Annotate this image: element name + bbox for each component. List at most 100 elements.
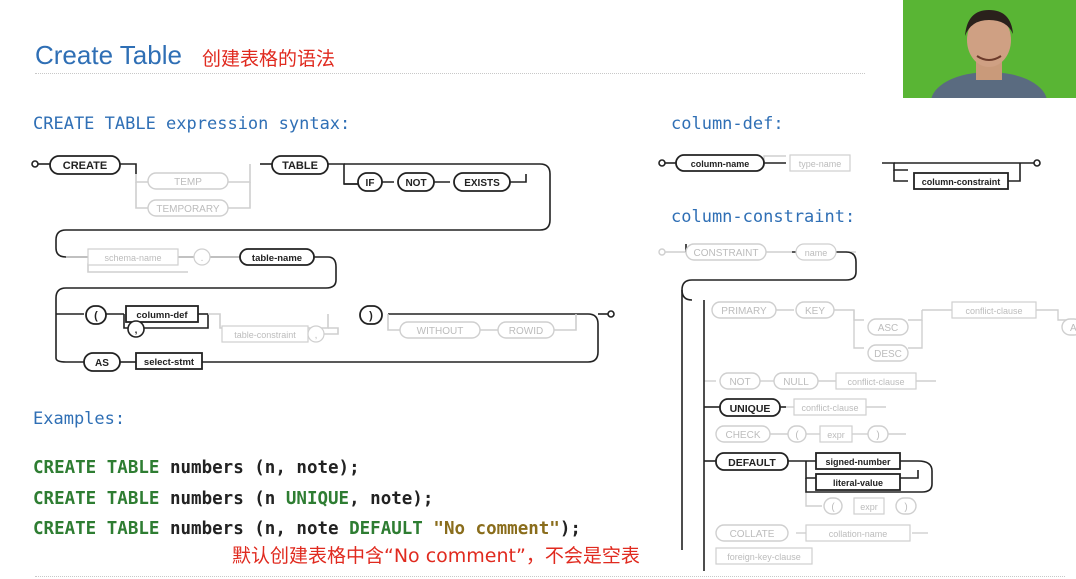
constraint-comma-token xyxy=(307,325,325,343)
literal-value-box xyxy=(815,473,901,491)
temporary-keyword xyxy=(147,199,229,217)
desc-keyword xyxy=(867,344,909,362)
presenter-image xyxy=(903,0,1076,98)
constraint-comma-label: , xyxy=(315,330,318,341)
check-keyword-label: CHECK xyxy=(725,430,760,441)
conflict-clause-2-label: conflict-clause xyxy=(847,377,904,387)
as-keyword-label: AS xyxy=(95,358,109,369)
examples-heading: Examples: xyxy=(33,409,126,429)
schema-name-box xyxy=(87,248,179,266)
default-left-paren xyxy=(823,497,843,515)
conflict-clause-1-box xyxy=(951,301,1037,319)
column-def-label: column-def xyxy=(136,310,188,321)
conflict-clause-1-label: conflict-clause xyxy=(965,306,1022,316)
right-paren-token xyxy=(359,305,383,325)
check-keyword xyxy=(715,425,771,443)
default-expr-label: expr xyxy=(860,502,878,512)
if-keyword-label: IF xyxy=(366,178,375,189)
select-stmt-label: select-stmt xyxy=(144,357,195,368)
column-constraint-railroad-diagram: CONSTRAINT name PRIMARY KEY ASC DESC con… xyxy=(658,243,1076,571)
default-keyword-label: DEFAULT xyxy=(728,457,776,469)
title-divider xyxy=(35,73,865,75)
left-paren-label: ( xyxy=(94,310,98,322)
presenter-webcam xyxy=(903,0,1076,98)
without-keyword-label: WITHOUT xyxy=(417,326,464,337)
foreign-key-clause-box xyxy=(715,547,813,565)
example-line-2: CREATE TABLE numbers (n UNIQUE, note); xyxy=(33,489,433,509)
signed-number-label: signed-number xyxy=(825,457,891,467)
check-right-paren xyxy=(867,425,889,443)
table-keyword xyxy=(271,155,329,175)
dot-token xyxy=(193,248,211,266)
primary-keyword-label: PRIMARY xyxy=(721,306,767,317)
example-3-string: "No comment" xyxy=(433,519,560,539)
check-left-paren xyxy=(787,425,807,443)
column-name-box xyxy=(675,154,765,172)
primary-keyword xyxy=(711,301,777,319)
example-2-keyword: CREATE TABLE xyxy=(33,489,160,509)
not-keyword xyxy=(397,172,435,192)
column-constraint-heading: column-constraint: xyxy=(671,207,856,227)
check-right-paren-label: ) xyxy=(876,430,879,441)
column-constraint-label: column-constraint xyxy=(922,177,1001,187)
null-keyword xyxy=(773,372,819,390)
column-def-heading: column-def: xyxy=(671,114,784,134)
null-keyword-label: NULL xyxy=(783,377,809,388)
foreign-key-clause-label: foreign-key-clause xyxy=(727,552,801,562)
autoincrement-keyword-label: A xyxy=(1070,323,1076,334)
conflict-clause-3-box xyxy=(793,398,867,416)
example-1-text: numbers (n, note); xyxy=(159,458,360,478)
asc-keyword-label: ASC xyxy=(878,323,899,334)
table-constraint-label: table-constraint xyxy=(234,330,296,340)
slide-title-chinese: 创建表格的语法 xyxy=(202,48,336,70)
collate-keyword-label: COLLATE xyxy=(730,529,775,540)
as-keyword xyxy=(83,352,121,372)
autoincrement-keyword-partial xyxy=(1061,318,1076,336)
unique-keyword-label: UNIQUE xyxy=(730,403,771,415)
example-3-text-b xyxy=(423,519,434,539)
right-paren-label: ) xyxy=(369,310,373,322)
left-paren-token xyxy=(85,305,107,325)
default-right-paren-label: ) xyxy=(904,502,907,513)
example-3-text-c: ); xyxy=(559,519,581,539)
column-constraint-box xyxy=(913,172,1009,190)
example-line-3: CREATE TABLE numbers (n, note DEFAULT "N… xyxy=(33,519,581,539)
example-line-1: CREATE TABLE numbers (n, note); xyxy=(33,458,360,478)
signed-number-box xyxy=(815,452,901,470)
example-3-default-keyword: DEFAULT xyxy=(349,519,423,539)
conflict-clause-3-label: conflict-clause xyxy=(801,403,858,413)
column-def-railroad-diagram: column-name type-name column-constraint xyxy=(658,154,1041,190)
check-expr-label: expr xyxy=(827,430,845,440)
type-name-box xyxy=(789,154,851,172)
constraint-keyword xyxy=(685,243,767,261)
collate-keyword xyxy=(715,524,789,542)
literal-value-label: literal-value xyxy=(833,478,883,488)
conflict-clause-2-box xyxy=(835,372,917,390)
create-table-railroad-diagram: CREATE TEMP TEMPORARY TABLE IF NOT EXIST… xyxy=(31,155,615,372)
column-comma-label: , xyxy=(135,325,138,336)
type-name-label: type-name xyxy=(799,159,842,169)
if-keyword xyxy=(357,172,383,192)
temporary-keyword-label: TEMPORARY xyxy=(156,204,219,215)
collation-name-box xyxy=(805,524,911,542)
example-2-text-a: numbers (n xyxy=(159,489,286,509)
name-token xyxy=(795,243,837,261)
column-name-label: column-name xyxy=(691,159,750,169)
example-2-unique-keyword: UNIQUE xyxy=(285,489,350,509)
temp-keyword xyxy=(147,172,229,190)
check-left-paren-label: ( xyxy=(795,430,799,441)
rowid-keyword-label: ROWID xyxy=(509,326,543,337)
temp-keyword-label: TEMP xyxy=(174,177,202,188)
select-stmt-box xyxy=(135,352,203,370)
desc-keyword-label: DESC xyxy=(874,349,902,360)
table-name-label: table-name xyxy=(252,253,302,264)
not-keyword xyxy=(719,372,761,390)
exists-keyword-label: EXISTS xyxy=(464,178,500,189)
create-table-syntax-heading: CREATE TABLE expression syntax: xyxy=(33,114,351,134)
example-1-keyword: CREATE TABLE xyxy=(33,458,160,478)
example-2-text-b: , note); xyxy=(349,489,434,509)
bottom-divider xyxy=(35,576,1065,578)
table-name-box xyxy=(239,248,315,266)
dot-token-label: . xyxy=(201,253,204,264)
default-keyword xyxy=(715,452,789,471)
